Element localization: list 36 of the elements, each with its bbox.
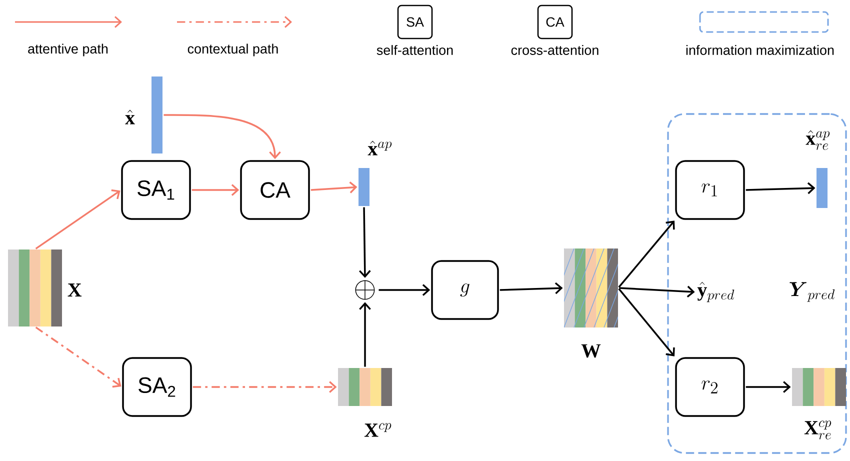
arrow xyxy=(192,381,337,393)
arrow xyxy=(35,189,120,250)
arrow xyxy=(192,184,240,196)
process-box: $r_1$ xyxy=(675,160,745,220)
math-label: $\hat{\mathbf{x}}$ xyxy=(125,110,135,124)
arrow xyxy=(618,220,675,288)
arrow xyxy=(619,286,695,298)
legend-item: attentive path xyxy=(15,16,122,56)
legend-item: SA self-attention xyxy=(376,4,453,55)
arrow xyxy=(164,114,281,160)
sum-symbol: $\oplus$ xyxy=(355,280,375,300)
process-box: SA$_{1}$ xyxy=(121,160,191,220)
arrow xyxy=(359,302,371,367)
legend-item: information maximization xyxy=(686,11,834,55)
arrow xyxy=(746,182,816,194)
process-box: SA$_{2}$ xyxy=(122,357,192,417)
math-label: $\mathbf{W}$ xyxy=(581,344,601,358)
arrow xyxy=(746,381,791,393)
math-label: $\mathbf{X}^{cp}_{re}$ xyxy=(804,420,832,440)
arrow xyxy=(500,282,563,294)
process-box: $r_2$ xyxy=(675,357,745,417)
math-label: $\mathbf{X}$ xyxy=(68,283,82,297)
math-label: $\boldsymbol{Y}_{pred}$ xyxy=(790,282,835,302)
legend-item: contextual path xyxy=(177,16,292,56)
arrow xyxy=(358,207,371,278)
process-box: CA xyxy=(240,160,310,220)
arrow xyxy=(378,284,430,296)
math-label: $\mathbf{X}^{cp}$ xyxy=(364,423,392,437)
arrow xyxy=(35,326,122,388)
math-label: $\hat{\mathbf{x}}^{ap}_{re}$ xyxy=(806,130,830,150)
math-label: $\hat{\mathbf{y}}_{pred}$ xyxy=(697,282,734,302)
process-box: $g$ xyxy=(431,260,499,320)
arrow xyxy=(310,182,358,194)
math-label: $\hat{\mathbf{x}}^{ap}$ xyxy=(368,140,392,156)
legend-item: CA cross-attention xyxy=(511,4,598,55)
arrow xyxy=(618,288,675,356)
